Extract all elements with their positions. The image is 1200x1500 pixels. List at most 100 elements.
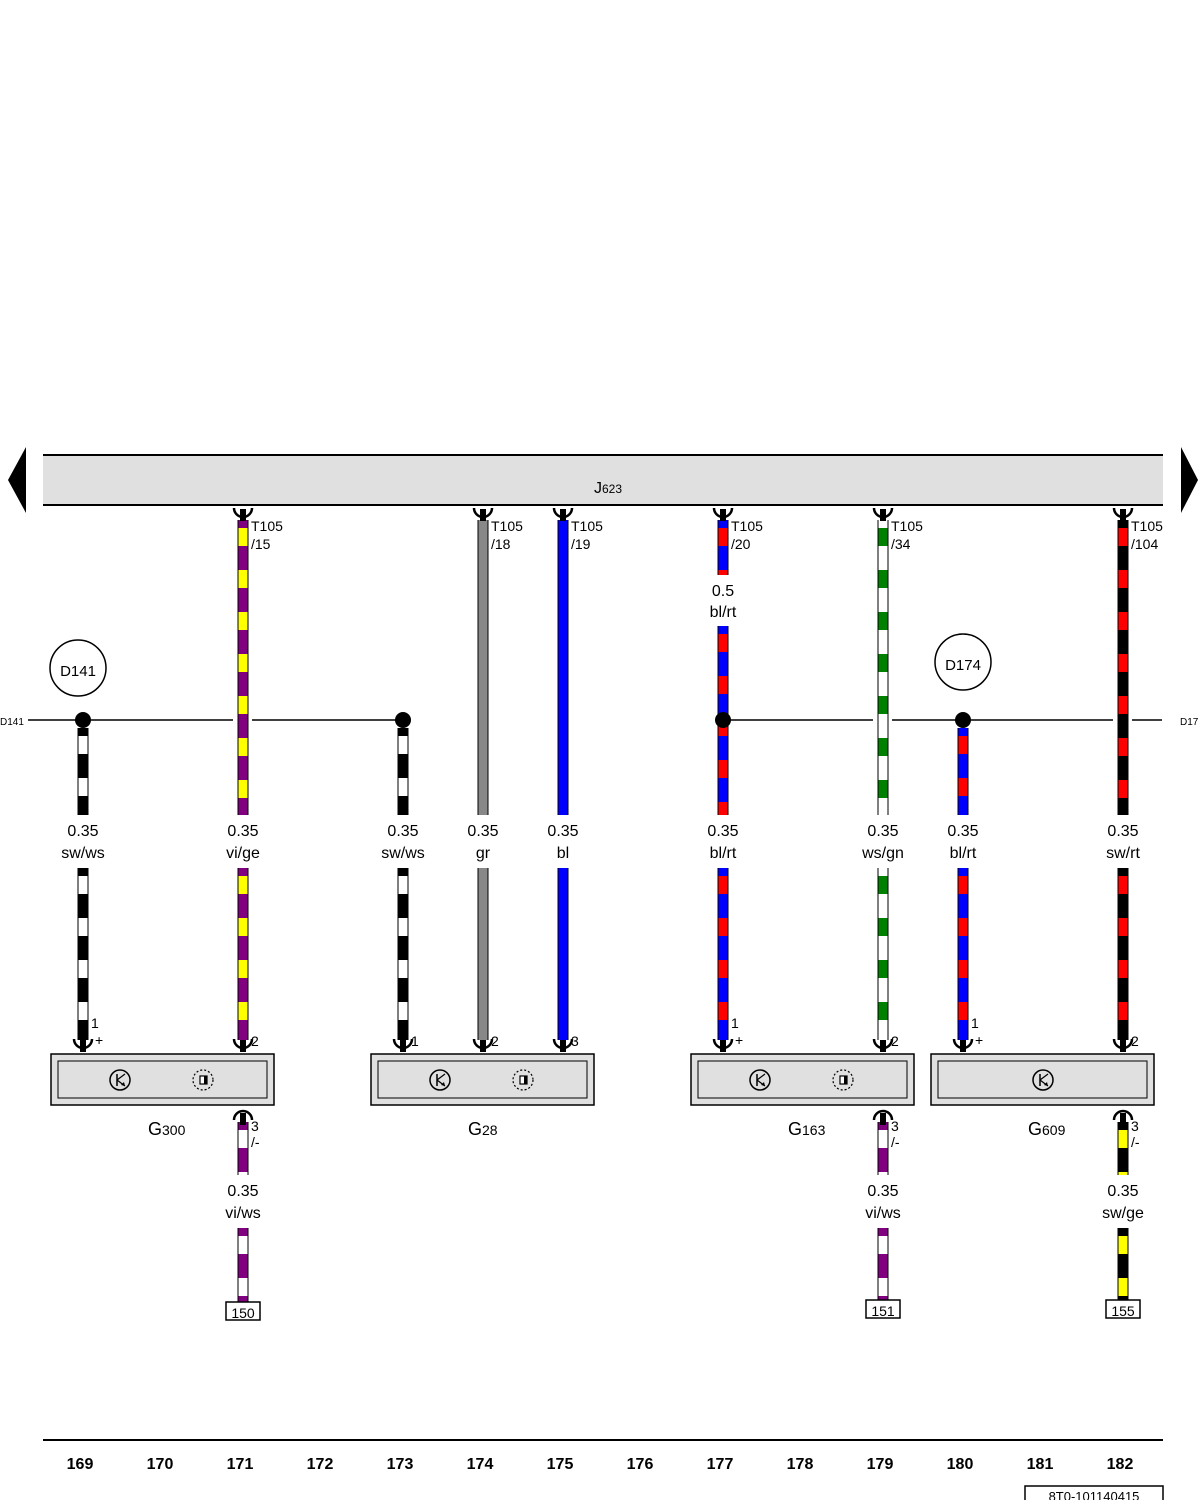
pin-label: 3/- [891,1118,900,1150]
wire-segment[interactable] [1118,1122,1128,1175]
svg-text:gr: gr [476,845,491,862]
wire-stripe [238,696,248,714]
svg-text:+: + [735,1032,743,1048]
track-number: 177 [707,1456,734,1473]
wire-segment[interactable] [958,868,968,1040]
connector-pin-icon [552,507,574,521]
connector-pin-icon [472,1038,494,1052]
sensor-transistor-icon [109,1069,131,1091]
wire-segment[interactable] [878,868,888,1040]
svg-text:sw/ge: sw/ge [1102,1205,1144,1222]
wire-stripe [238,780,248,798]
wire-segment[interactable] [878,1228,888,1300]
wire-stripe [1118,738,1128,756]
wire-stripe [878,1278,888,1296]
wire-label: 0.35 sw/rt [1106,823,1140,862]
pin-label: 1+ [971,1015,983,1048]
svg-text:0.35: 0.35 [707,823,738,840]
svg-text:/15: /15 [251,536,271,552]
wire-label: 0.35 bl/rt [707,823,738,862]
wire-stripe [718,1002,728,1020]
wire-segment[interactable] [1118,1228,1128,1300]
arrow-right-icon[interactable] [1181,447,1198,513]
pin-label: 3 [571,1033,579,1049]
svg-text:/20: /20 [731,536,751,552]
wire-segment[interactable] [478,520,488,815]
splice-node [75,712,91,728]
wire-segment[interactable] [1118,868,1128,1040]
wire-stripe [1118,696,1128,714]
svg-text:2: 2 [1131,1033,1139,1049]
connector-t105-19: T105 /19 [571,518,603,552]
component-label-g300: G300 [148,1119,186,1139]
connector-pin-icon [1112,1038,1134,1052]
svg-text:0.5: 0.5 [712,583,734,600]
wire-segment[interactable] [478,868,488,1040]
wire-stripe [958,876,968,894]
wire-segment[interactable] [78,868,88,1040]
wire-stripe [718,918,728,936]
wire-stripe [398,778,408,796]
svg-text:+: + [975,1032,983,1048]
track-number: 175 [547,1456,574,1473]
wire-stripe [1118,960,1128,978]
svg-text:sw/ws: sw/ws [381,845,425,862]
svg-text:8T0-101140415: 8T0-101140415 [1049,1489,1140,1500]
component-label-g163: G163 [788,1119,826,1139]
wire-segment[interactable] [718,868,728,1040]
wire-stripe [238,654,248,672]
connector-pin-icon [72,1038,94,1052]
wire-segment[interactable] [958,728,968,815]
wire-segment[interactable] [558,520,568,815]
wire-stripe [78,876,88,894]
svg-text:1: 1 [411,1033,419,1049]
wire-segment[interactable] [238,868,248,1040]
svg-text:/-: /- [1131,1134,1140,1150]
svg-text:2: 2 [491,1033,499,1049]
svg-text:bl: bl [557,845,569,862]
wire-stripe [398,960,408,978]
splice-label: D141 [60,663,96,680]
wire-segment[interactable] [398,728,408,815]
wire-segment[interactable] [878,1122,888,1175]
reference-150[interactable]: 150 [225,1301,261,1321]
pin-label: 1 [411,1033,419,1049]
wire-stripe [718,570,728,575]
reference-155[interactable]: 155 [1105,1299,1141,1319]
svg-text:0.35: 0.35 [227,823,258,840]
svg-text:0.35: 0.35 [947,823,978,840]
connector-pin-icon [712,507,734,521]
wire-stripe [238,1002,248,1020]
pin-label: 1+ [91,1015,103,1048]
wire-stripe [878,528,888,546]
wire-stripe [878,1130,888,1148]
component-g163[interactable] [690,1053,915,1106]
wire-stripe [718,802,728,815]
wire-stripe [238,528,248,546]
component-g28[interactable] [370,1053,595,1106]
svg-text:/34: /34 [891,536,911,552]
wire-segment[interactable] [238,1228,248,1302]
pin-label: 2 [491,1033,499,1049]
splice-d174[interactable]: D174 [934,633,992,691]
svg-text:/-: /- [251,1134,260,1150]
svg-text:sw/ws: sw/ws [61,845,105,862]
wire-segment[interactable] [398,868,408,1040]
svg-text:3: 3 [1131,1118,1139,1134]
arrow-left-icon[interactable] [8,447,26,513]
wire-segment[interactable] [238,1122,248,1175]
control-unit-j623[interactable] [43,455,1163,505]
wire-segment[interactable] [78,728,88,815]
wire-segment[interactable] [558,868,568,1040]
component-g300[interactable] [50,1053,275,1106]
wire-stripe [878,654,888,672]
svg-text:150: 150 [231,1305,255,1321]
sensor-transistor-icon [749,1069,771,1091]
wire-label: 0.35 sw/ge [1102,1183,1144,1222]
track-number: 171 [227,1456,254,1473]
svg-text:0.35: 0.35 [547,823,578,840]
reference-151[interactable]: 151 [865,1299,901,1319]
splice-d141[interactable]: D141 [49,639,107,697]
wire-segment[interactable] [718,520,728,575]
